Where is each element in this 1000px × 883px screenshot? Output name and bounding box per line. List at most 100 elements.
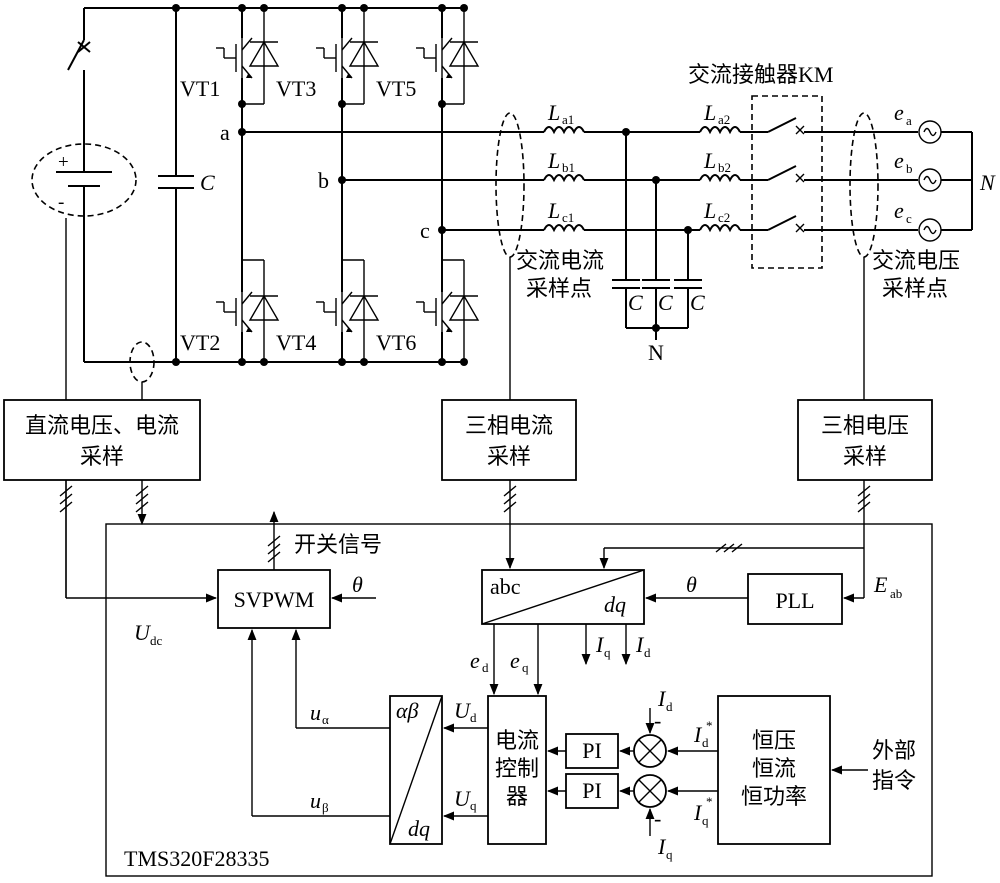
minus-q-label: - bbox=[654, 806, 661, 831]
three-phase-current-block bbox=[441, 399, 577, 481]
ac-current-point-line2: 采样点 bbox=[526, 276, 592, 301]
alpha-beta-label: αβ bbox=[396, 698, 419, 723]
node-a-label: a bbox=[220, 120, 230, 145]
vt2-label: VT2 bbox=[180, 330, 220, 355]
id-out-label: I bbox=[635, 632, 645, 657]
id-ref-label: I bbox=[693, 722, 703, 747]
vt3-label: VT3 bbox=[276, 76, 316, 101]
iq-out-label: I bbox=[595, 632, 605, 657]
mode-line2: 恒流 bbox=[752, 756, 796, 781]
id-ref-sup: * bbox=[706, 718, 713, 733]
grid-neutral-label: N bbox=[979, 170, 996, 195]
three-phase-voltage-line2: 采样 bbox=[843, 444, 887, 469]
ea-label: e bbox=[894, 100, 904, 125]
dc-sampling-line2: 采样 bbox=[80, 444, 124, 469]
lc1-sub: c1 bbox=[562, 210, 574, 225]
svpwm-block bbox=[217, 569, 331, 629]
pll-label: PLL bbox=[775, 588, 814, 613]
vt5-label: VT5 bbox=[376, 76, 416, 101]
pi1-label: PI bbox=[582, 738, 602, 763]
node-c-label: c bbox=[420, 218, 430, 243]
control-mode-block bbox=[717, 695, 831, 845]
u-beta-label: u bbox=[310, 788, 321, 813]
id-fb-sub: d bbox=[666, 699, 673, 714]
theta-pll-label: θ bbox=[686, 572, 697, 597]
la2-sub: a2 bbox=[718, 112, 730, 127]
uq-sub: q bbox=[470, 798, 477, 813]
three-phase-voltage-line1: 三相电压 bbox=[821, 413, 909, 438]
id-out-sub: d bbox=[644, 645, 651, 660]
dsp-label: TMS320F28335 bbox=[124, 846, 269, 871]
lc1-label: L bbox=[547, 198, 560, 223]
ud-sub: d bbox=[470, 710, 477, 725]
current-ctrl-line2: 控制 bbox=[495, 756, 539, 781]
iq-fb-label: I bbox=[657, 834, 667, 859]
eq-label: e bbox=[510, 648, 520, 673]
iq-ref-label: I bbox=[693, 800, 703, 825]
dq2-label: dq bbox=[408, 816, 430, 841]
ud-label: U bbox=[454, 698, 472, 723]
node-b-label: b bbox=[318, 168, 329, 193]
three-phase-voltage-block bbox=[797, 399, 933, 481]
dc-minus-label: - bbox=[58, 192, 64, 213]
u-beta-sub: β bbox=[322, 800, 329, 815]
vt6-label: VT6 bbox=[376, 330, 416, 355]
iq-fb-sub: q bbox=[666, 847, 673, 862]
lb1-sub: b1 bbox=[562, 160, 575, 175]
contactor-label: 交流接触器KM bbox=[688, 62, 833, 87]
filter-cap1-label: C bbox=[628, 290, 643, 315]
udc-label: U bbox=[134, 620, 152, 645]
filter-neutral-label: N bbox=[648, 340, 664, 365]
ed-label: e bbox=[470, 648, 480, 673]
filter-capacitors: C C C N bbox=[612, 132, 705, 365]
external-line2: 指令 bbox=[872, 768, 916, 793]
lc2-sub: c2 bbox=[718, 210, 730, 225]
mode-line3: 恒功率 bbox=[741, 784, 807, 809]
la2-label: L bbox=[703, 100, 716, 125]
eb-label: e bbox=[894, 148, 904, 173]
current-controller-block bbox=[487, 695, 547, 845]
ac-voltage-point-line2: 采样点 bbox=[882, 276, 948, 301]
eb-sub: b bbox=[906, 161, 913, 176]
la1-label: L bbox=[547, 100, 560, 125]
id-fb-label: I bbox=[657, 686, 667, 711]
iq-ref-sub: q bbox=[702, 813, 709, 828]
vt4-label: VT4 bbox=[276, 330, 316, 355]
ac-voltage-sensor bbox=[849, 112, 879, 258]
sum-junction-d bbox=[633, 734, 667, 768]
ac-voltage-point-line1: 交流电压 bbox=[872, 248, 960, 273]
external-line1: 外部 bbox=[872, 738, 916, 763]
eab-sub: ab bbox=[890, 586, 902, 601]
inverter-bridge: VT1 VT3 VT5 VT2 VT4 VT6 bbox=[180, 4, 479, 366]
mode-line1: 恒压 bbox=[752, 728, 796, 753]
iq-out-sub: q bbox=[604, 645, 611, 660]
uq-label: U bbox=[454, 786, 472, 811]
abc-label: abc bbox=[490, 574, 521, 599]
ed-sub: d bbox=[482, 660, 489, 675]
la1-sub: a1 bbox=[562, 112, 574, 127]
filter-cap2-label: C bbox=[658, 290, 673, 315]
lb2-label: L bbox=[703, 148, 716, 173]
three-phase-current-line1: 三相电流 bbox=[465, 413, 553, 438]
ec-sub: c bbox=[906, 211, 912, 226]
dc-battery-boundary bbox=[31, 143, 137, 217]
current-ctrl-line1: 电流 bbox=[495, 728, 539, 753]
current-ctrl-line3: 器 bbox=[506, 784, 528, 809]
phase-b-line bbox=[342, 174, 768, 184]
iq-ref-sup: * bbox=[706, 794, 713, 809]
dc-source: + - bbox=[31, 8, 137, 598]
grid-sources: e a e b e c N bbox=[894, 100, 996, 242]
id-ref-sub: d bbox=[702, 735, 709, 750]
eq-sub: q bbox=[522, 660, 529, 675]
udc-sub: dc bbox=[150, 633, 163, 648]
switch-signal-label: 开关信号 bbox=[294, 532, 382, 557]
pll-block bbox=[747, 573, 843, 625]
ac-contactor: 交流接触器KM bbox=[688, 62, 918, 269]
phase-a-line bbox=[242, 126, 768, 136]
u-alpha-label: u bbox=[310, 700, 321, 725]
ac-current-point-line1: 交流电流 bbox=[516, 248, 604, 273]
pi2-label: PI bbox=[582, 778, 602, 803]
dsp-boundary bbox=[105, 523, 933, 877]
dc-plus-label: + bbox=[58, 152, 69, 173]
